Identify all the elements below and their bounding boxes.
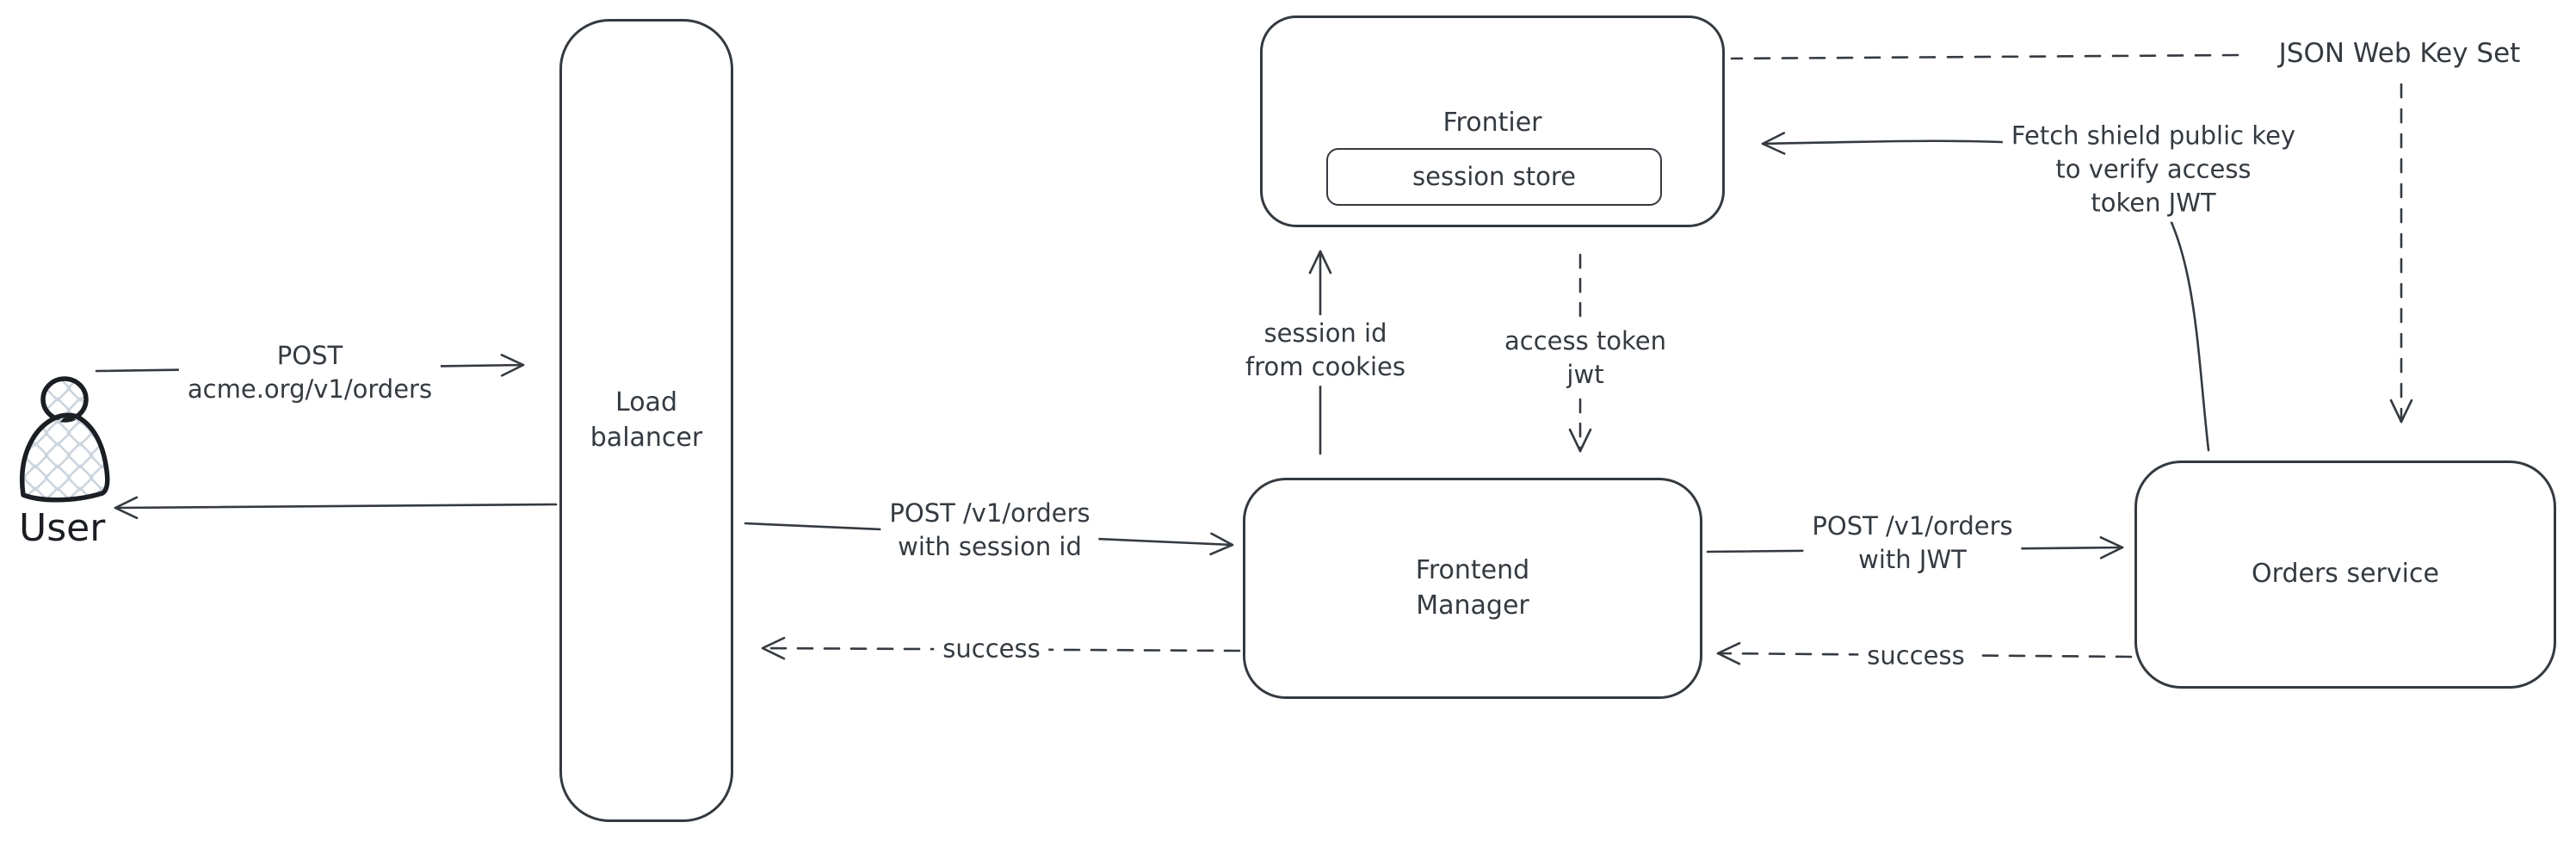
frontend-manager-label-line1: Frontend <box>1415 555 1530 585</box>
edge-label-session-id-line1: session id <box>1263 318 1387 349</box>
frontend-manager-node: Frontend Manager <box>1243 478 1702 699</box>
edge-label-post-session-line2: with session id <box>898 532 1082 561</box>
edge-label-fetch-key: Fetch shield public key to verify access… <box>2002 117 2305 222</box>
edge-label-fetch-key-line2: to verify access <box>2055 154 2252 184</box>
edge-label-jwks: JSON Web Key Set <box>2270 34 2530 74</box>
frontier-label: Frontier <box>1442 108 1542 138</box>
edge-label-post-orders: POST acme.org/v1/orders <box>178 337 442 408</box>
user-label: User <box>19 506 106 550</box>
edge-label-access-token-line1: access token <box>1504 326 1667 356</box>
edge-label-post-orders-line1: POST <box>276 341 343 371</box>
edge-label-access-token: access token jwt <box>1495 323 1676 393</box>
orders-service-label: Orders service <box>2252 559 2439 590</box>
session-store-node: session store <box>1326 148 1662 206</box>
frontier-node: Frontier session store <box>1260 15 1725 227</box>
load-balancer-label-line1: Load <box>615 387 677 417</box>
edge-label-session-id-line2: from cookies <box>1245 352 1405 381</box>
load-balancer-label-line2: balancer <box>590 422 703 453</box>
orders-service-node: Orders service <box>2134 461 2556 689</box>
edge-label-post-session-line1: POST /v1/orders <box>889 498 1090 529</box>
session-store-label: session store <box>1412 161 1576 191</box>
edge-label-post-jwt-line2: with JWT <box>1858 545 1967 574</box>
load-balancer-node: Load balancer <box>559 19 733 822</box>
connector-lb-to-user <box>114 496 558 520</box>
edge-label-success-left: success <box>934 630 1049 668</box>
edge-label-post-session: POST /v1/orders with session id <box>880 495 1099 566</box>
edge-label-post-jwt: POST /v1/orders with JWT <box>1803 508 2022 578</box>
edge-label-post-orders-line2: acme.org/v1/orders <box>187 374 433 404</box>
user-icon <box>20 376 110 503</box>
edge-label-fetch-key-line1: Fetch shield public key <box>2011 121 2296 151</box>
edge-label-access-token-line2: jwt <box>1566 360 1604 389</box>
connector-jwks-to-frontier <box>1730 53 2239 60</box>
edge-label-fetch-key-line3: token JWT <box>2091 188 2216 218</box>
edge-label-post-jwt-line1: POST /v1/orders <box>1812 511 2013 541</box>
edge-label-session-id: session id from cookies <box>1237 315 1414 386</box>
edge-label-success-right: success <box>1858 637 1974 675</box>
frontend-manager-label-line2: Manager <box>1416 590 1529 621</box>
